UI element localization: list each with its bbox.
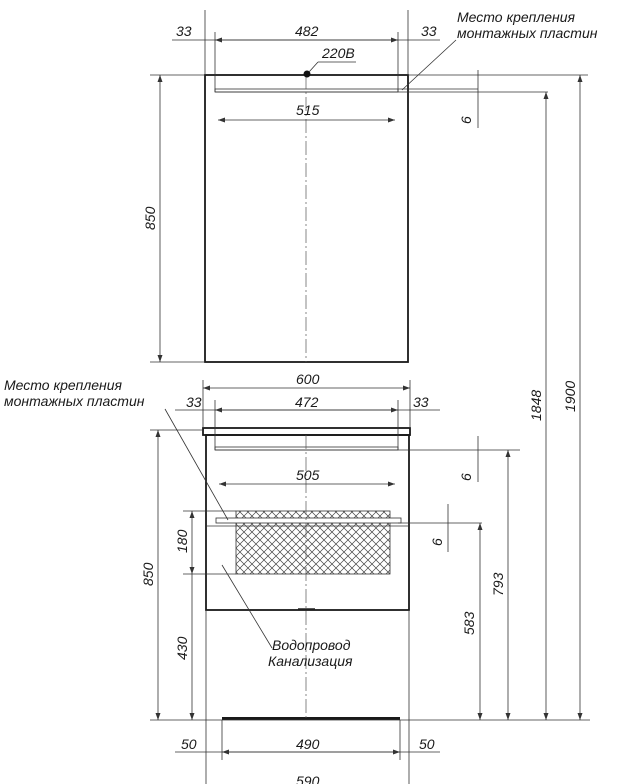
mirror-outline bbox=[204, 74, 409, 363]
cabinet-dim-height: 850 bbox=[140, 562, 156, 586]
cabinet-view: 600 33 472 33 505 6 6 850 180 430 583 bbox=[4, 74, 590, 784]
cabinet-base bbox=[222, 717, 400, 720]
mirror-note-line1: Место крепления bbox=[457, 9, 576, 25]
socket-icon bbox=[303, 70, 311, 78]
cabinet-dim-top-level: 793 bbox=[490, 572, 506, 596]
cabinet-dim-bottom-right: 50 bbox=[419, 736, 435, 752]
cabinet-dim-left-margin: 33 bbox=[186, 394, 202, 410]
pipes-note-line2: Канализация bbox=[268, 653, 353, 669]
cabinet-mount-plate bbox=[214, 446, 399, 451]
cabinet-dim-bottom-left: 50 bbox=[181, 736, 197, 752]
mirror-view: 220B 33 482 33 515 850 6 Место крепления… bbox=[142, 9, 598, 363]
cabinet-dim-mount-width: 505 bbox=[296, 467, 320, 483]
mirror-dim-left-margin: 33 bbox=[176, 23, 192, 39]
cabinet-lower-plate bbox=[215, 517, 402, 524]
cabinet-dim-plate-gap-top: 6 bbox=[458, 473, 474, 481]
mirror-dim-height: 850 bbox=[142, 206, 158, 230]
mirror-mount-plate bbox=[214, 88, 399, 93]
mirror-dim-mount-width: 515 bbox=[296, 102, 320, 118]
pipes-note-line1: Водопровод bbox=[272, 637, 351, 653]
cabinet-dim-right-margin: 33 bbox=[413, 394, 429, 410]
cabinet-body bbox=[205, 434, 410, 611]
cabinet-dim-inner-width: 472 bbox=[295, 394, 319, 410]
overall-dim-mirror-plate: 1848 bbox=[528, 390, 544, 421]
mirror-note-line2: монтажных пластин bbox=[457, 25, 598, 41]
cabinet-dim-bottom-total: 590 bbox=[296, 773, 320, 784]
cabinet-dim-bottom-inner: 490 bbox=[296, 736, 320, 752]
mirror-dim-inner-width: 482 bbox=[295, 23, 319, 39]
socket-label: 220B bbox=[321, 45, 355, 61]
cabinet-note-line2: монтажных пластин bbox=[4, 393, 145, 409]
cabinet-countertop bbox=[202, 427, 411, 436]
mirror-dim-plate-gap: 6 bbox=[458, 116, 474, 124]
cabinet-dim-zone-bottom: 430 bbox=[174, 636, 190, 660]
overall-dim-total: 1900 bbox=[562, 381, 578, 412]
mirror-dim-right-margin: 33 bbox=[421, 23, 437, 39]
cabinet-dim-width: 600 bbox=[296, 371, 320, 387]
cabinet-note-line1: Место крепления bbox=[4, 377, 123, 393]
cabinet-dim-plate-level: 583 bbox=[461, 611, 477, 635]
cabinet-dim-zone-height: 180 bbox=[174, 529, 190, 553]
cabinet-dim-plate-gap-mid: 6 bbox=[429, 538, 445, 546]
